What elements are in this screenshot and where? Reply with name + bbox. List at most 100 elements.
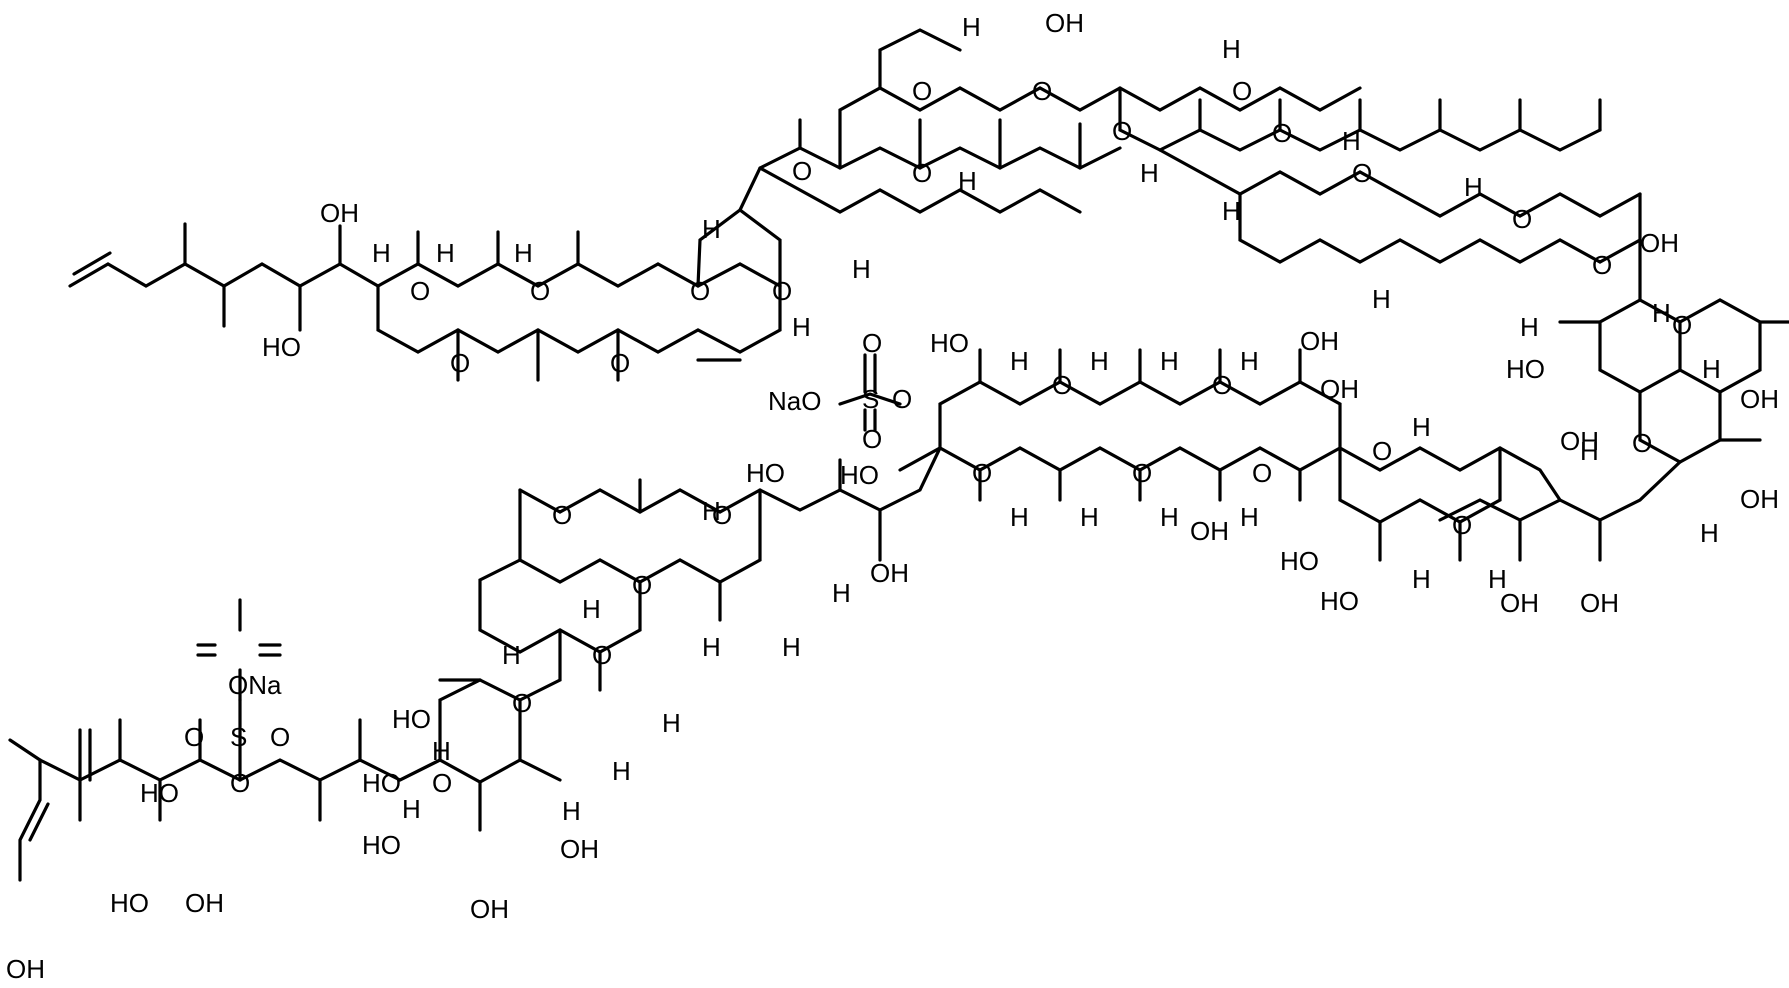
hydroxyl-group: HO — [362, 768, 401, 798]
ring-chain-upper-right — [1118, 86, 1362, 112]
stereo-hydrogen: H — [1160, 346, 1179, 376]
ring-oxygen: O — [1232, 76, 1252, 106]
stereo-hydrogen: H — [1372, 284, 1391, 314]
stereo-hydrogen: H — [612, 756, 631, 786]
stereo-hydrogen: H — [1464, 172, 1483, 202]
stereo-hydrogen: H — [958, 166, 977, 196]
bond-skeleton — [8, 28, 1789, 882]
hydroxyl-group: HO — [262, 332, 301, 362]
hydroxyl-group: OH — [1580, 588, 1619, 618]
ring-oxygen: O — [592, 640, 612, 670]
hydroxyl-group: HO — [1280, 546, 1319, 576]
stereo-hydrogen: H — [1090, 346, 1109, 376]
ring-oxygen: O — [1272, 118, 1292, 148]
stereo-hydrogen: H — [1222, 34, 1241, 64]
stereo-hydrogen: H — [1080, 502, 1099, 532]
stereo-hydrogen: H — [782, 632, 801, 662]
hydroxyl-group: OH — [1500, 588, 1539, 618]
ring-oxygen: O — [912, 76, 932, 106]
ring-oxygen: O — [1352, 158, 1372, 188]
sulfonyl-oxygen: O — [184, 722, 204, 752]
vinyl-side-chain — [68, 262, 342, 288]
ring-oxygen: O — [772, 276, 792, 306]
ring-oxygen: O — [690, 276, 710, 306]
hydroxyl-group: HO — [110, 888, 149, 918]
hydroxyl-group: HO — [1320, 586, 1359, 616]
ring-oxygen: O — [1632, 428, 1652, 458]
stereo-hydrogen: H — [1488, 564, 1507, 594]
hydroxyl-group: OH — [870, 558, 909, 588]
stereo-hydrogen: H — [562, 796, 581, 826]
stereo-hydrogen: H — [662, 708, 681, 738]
hydroxyl-group: OH — [560, 834, 599, 864]
stereo-hydrogen: H — [1240, 502, 1259, 532]
stereo-hydrogen: H — [1010, 502, 1029, 532]
stereo-hydrogen: H — [852, 254, 871, 284]
ring-oxygen: O — [1672, 310, 1692, 340]
ring-oxygen: O — [450, 348, 470, 378]
ring-oxygen: O — [632, 570, 652, 600]
ring-oxygen: O — [410, 276, 430, 306]
atom-labels: O O O O O O O O O O O O O O O O O O O O … — [6, 8, 1779, 984]
hydroxyl-group: HO — [840, 460, 879, 490]
stereo-hydrogen: H — [1342, 126, 1361, 156]
ester-oxygen: O — [230, 768, 250, 798]
stereo-hydrogen: H — [702, 496, 721, 526]
sodium-oxy-label: ONa — [228, 670, 282, 700]
ring-oxygen: O — [512, 688, 532, 718]
stereo-hydrogen: H — [1010, 346, 1029, 376]
sulfonyl-oxygen: O — [270, 722, 290, 752]
hydroxyl-group: OH — [1190, 516, 1229, 546]
stereo-hydrogen: H — [792, 312, 811, 342]
sulfur-atom: S — [230, 722, 247, 752]
ring-oxygen: O — [972, 458, 992, 488]
ring-oxygen: O — [1592, 250, 1612, 280]
hydroxyl-group: OH — [1740, 384, 1779, 414]
hydroxyl-group: HO — [930, 328, 969, 358]
hydroxyl-group: OH — [1740, 484, 1779, 514]
stereo-hydrogen: H — [1412, 412, 1431, 442]
hydroxyl-group: HO — [140, 778, 179, 808]
hydroxyl-group: HO — [362, 830, 401, 860]
ring-oxygen: O — [1112, 116, 1132, 146]
ring-oxygen: O — [1052, 370, 1072, 400]
ring-oxygen: O — [530, 276, 550, 306]
hydroxyl-group: OH — [320, 198, 359, 228]
stereo-hydrogen: H — [502, 640, 521, 670]
hydroxyl-group: OH — [6, 954, 45, 984]
ring-oxygen: O — [1032, 76, 1052, 106]
ring-oxygen: O — [432, 768, 452, 798]
stereo-hydrogen: H — [1652, 298, 1671, 328]
ring-oxygen: O — [1512, 204, 1532, 234]
stereo-hydrogen: H — [702, 214, 721, 244]
ring-chain-upper-left — [338, 262, 782, 288]
ring-oxygen: O — [1132, 458, 1152, 488]
sodium-oxy-label: NaO — [768, 386, 821, 416]
ring-chain-middle — [898, 446, 1342, 472]
ring-oxygen: O — [1252, 458, 1272, 488]
stereo-hydrogen: H — [1412, 564, 1431, 594]
ester-oxygen: O — [892, 384, 912, 414]
ring-oxygen: O — [1212, 370, 1232, 400]
hydroxyl-group: HO — [1506, 354, 1545, 384]
stereo-hydrogen: H — [1702, 354, 1721, 384]
ring-oxygen: O — [552, 500, 572, 530]
hydroxyl-group: OH — [1320, 374, 1359, 404]
hydroxyl-group: OH — [1300, 326, 1339, 356]
stereo-hydrogen: H — [832, 578, 851, 608]
stereo-hydrogen: H — [702, 632, 721, 662]
hydroxyl-group: OH — [185, 888, 224, 918]
sulfonyl-oxygen: O — [862, 328, 882, 358]
ring-oxygen: O — [712, 500, 732, 530]
stereo-hydrogen: H — [1520, 312, 1539, 342]
stereo-hydrogen: H — [514, 238, 533, 268]
hydroxyl-group: HO — [392, 704, 431, 734]
hydroxyl-group: OH — [470, 894, 509, 924]
stereo-hydrogen: H — [962, 12, 981, 42]
sulfonyl-oxygen: O — [862, 424, 882, 454]
stereo-hydrogen: H — [582, 594, 601, 624]
stereo-hydrogen: H — [432, 736, 451, 766]
ring-oxygen: O — [792, 156, 812, 186]
ring-oxygen: O — [610, 348, 630, 378]
